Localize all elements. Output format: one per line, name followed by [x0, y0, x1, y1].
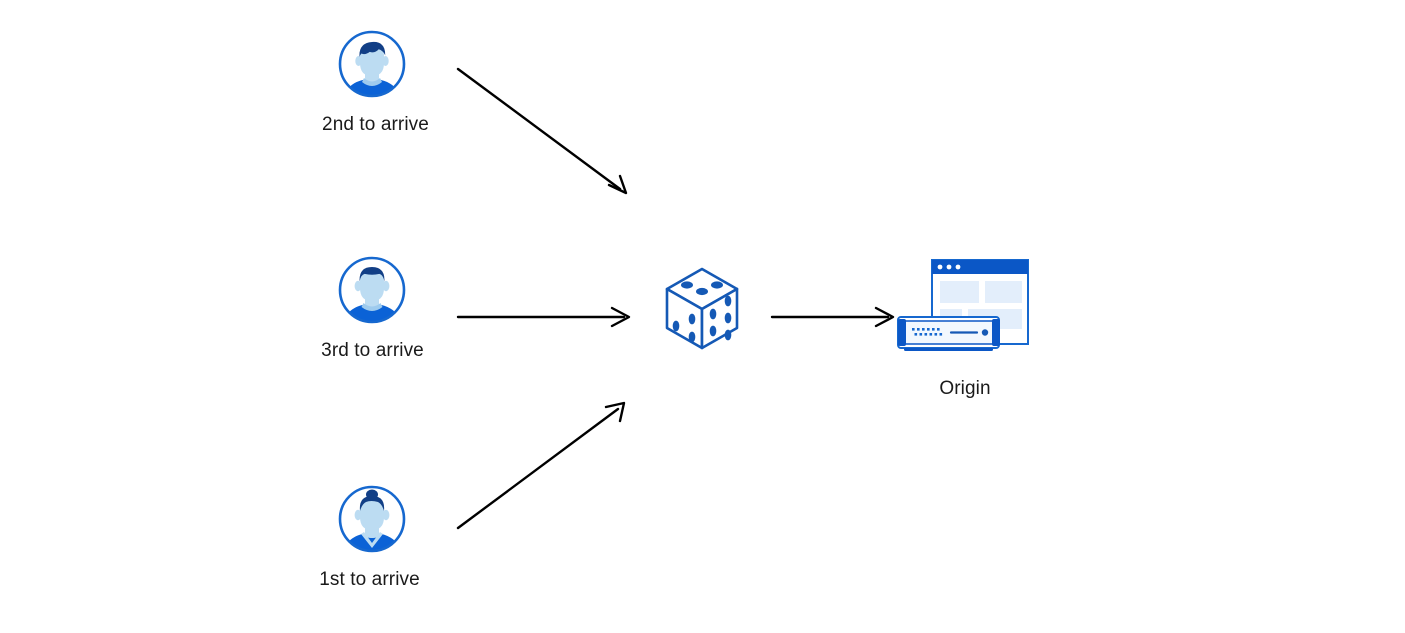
edge-client2-to-dice: [456, 67, 628, 195]
randomizer-node: [658, 264, 746, 352]
client-3-avatar: [337, 255, 407, 325]
window-dot-3: [955, 264, 961, 270]
edge-client3-to-dice: [456, 306, 631, 328]
client-1-label: 1st to arrive: [319, 569, 420, 590]
window-dot-2: [946, 264, 952, 270]
window-dot-1: [937, 264, 943, 270]
client-2-label: 2nd to arrive: [322, 114, 429, 135]
edge-client1-to-dice: [456, 401, 626, 530]
user-avatar-icon: [338, 256, 406, 324]
client-3-label: 3rd to arrive: [321, 340, 424, 361]
server-vent-dots: [912, 328, 943, 336]
client-2-avatar: [337, 29, 407, 99]
dice-icon: [665, 267, 739, 350]
origin-label: Origin: [939, 378, 991, 399]
client-1-avatar: [337, 484, 407, 554]
server-appliance-icon: [897, 316, 1000, 351]
dice-pips-top: [681, 281, 723, 296]
dice-pips-right: [709, 295, 732, 341]
dice-pips-left: [672, 313, 696, 343]
user-avatar-icon: [338, 485, 406, 553]
origin-node: [893, 255, 1038, 370]
edge-dice-to-origin: [770, 306, 895, 328]
origin-server-icon: [897, 259, 1029, 351]
user-avatar-icon: [338, 30, 406, 98]
server-led: [981, 329, 989, 336]
